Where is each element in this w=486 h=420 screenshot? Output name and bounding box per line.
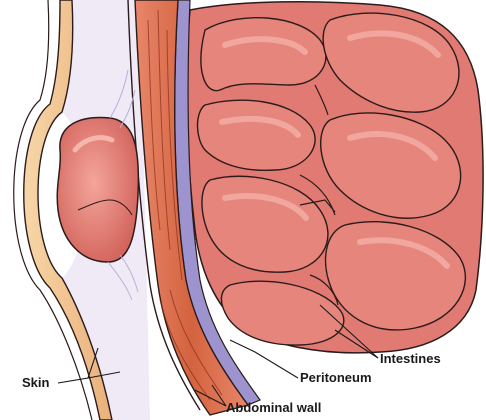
label-abdominal-wall: Abdominal wall xyxy=(226,401,321,414)
label-skin: Skin xyxy=(22,376,49,389)
label-peritoneum: Peritoneum xyxy=(300,371,372,384)
label-intestines: Intestines xyxy=(380,352,441,365)
